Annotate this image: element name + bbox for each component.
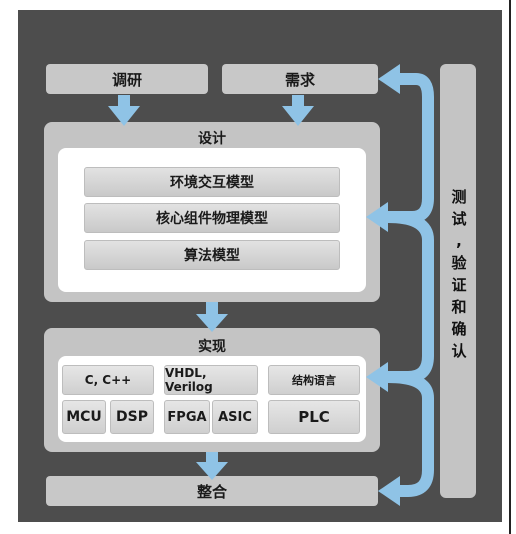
lang-c-cpp-label: C, C++ [84,373,132,387]
arrow-into-design [366,202,388,232]
arrow-into-requirements [378,64,400,94]
feedback-curve-top [388,73,434,223]
verification-char: , [456,232,462,250]
verification-column [440,64,476,498]
platform-mcu-label: MCU [66,409,102,425]
page-edge-line [509,0,511,534]
platform-fpga: FPGA [164,400,210,434]
verification-char: 证 [451,276,467,294]
platform-plc: PLC [268,400,360,434]
platform-dsp: DSP [110,400,154,434]
platform-fpga-label: FPGA [167,409,207,425]
lang-structured-label: 结构语言 [292,374,336,387]
research-label: 调研 [111,70,142,89]
down-arrow-design [196,302,228,332]
platform-dsp-label: DSP [116,409,148,425]
integration-box: 整合 [46,476,378,506]
verification-char: 验 [451,254,467,272]
down-arrow-implementation [196,452,228,480]
implementation-title: 实现 [198,339,226,355]
verification-char: 确 [451,320,467,338]
environment-interaction-model: 环境交互模型 [84,167,340,197]
design-title: 设计 [198,131,226,147]
lang-structured: 结构语言 [268,365,360,395]
lang-c-cpp: C, C++ [62,365,154,395]
feedback-curve-mid [387,211,434,383]
verification-char: 试 [451,210,467,228]
arrow-into-implementation [366,362,388,392]
platform-mcu: MCU [62,400,106,434]
platform-plc-label: PLC [298,408,330,426]
verification-char: 认 [451,342,467,360]
down-arrow-requirements [282,95,314,126]
verification-char: 测 [451,188,467,206]
algorithm-model: 算法模型 [84,240,340,270]
verification-char: 和 [451,298,467,316]
core-component-physical-model: 核心组件物理模型 [84,203,340,233]
platform-asic-label: ASIC [218,409,252,425]
down-arrow-research [108,95,140,126]
algorithm-model-label: 算法模型 [184,248,240,264]
lang-vhdl-verilog-label: VHDL, Verilog [165,366,213,394]
verification-label: 测 试 , 验 证 和 确 认 [446,186,472,362]
platform-asic: ASIC [212,400,258,434]
research-box: 调研 [46,64,208,94]
requirements-label: 需求 [284,70,315,89]
arrow-into-integration [378,476,400,506]
lang-vhdl-verilog: VHDL, Verilog [164,365,258,395]
core-component-physical-model-label: 核心组件物理模型 [156,211,268,227]
integration-label: 整合 [196,482,227,501]
environment-interaction-model-label: 环境交互模型 [170,175,254,191]
requirements-box: 需求 [222,64,378,94]
feedback-curve-bottom [387,371,434,497]
